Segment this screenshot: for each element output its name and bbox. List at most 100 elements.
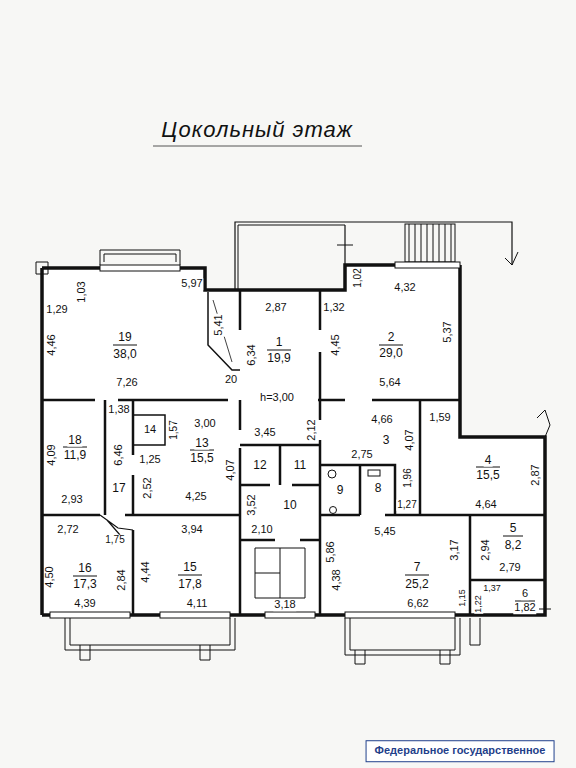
plan-label: 4,45 xyxy=(330,333,342,356)
window xyxy=(395,262,460,268)
fraction-line xyxy=(476,467,500,468)
stairs xyxy=(405,224,455,262)
plan-label: 1,59 xyxy=(428,412,451,424)
plan-label: 19,9 xyxy=(266,352,291,365)
plan-label: 19 xyxy=(117,331,132,344)
plan-label: 29,0 xyxy=(378,347,403,360)
plan-label: 4,64 xyxy=(474,499,497,511)
sanitary-fixture xyxy=(368,470,380,476)
fraction-line xyxy=(63,447,87,448)
plan-label: 17 xyxy=(111,482,126,495)
plan-label: 1,25 xyxy=(138,454,161,466)
plan-label: 17,3 xyxy=(72,578,97,591)
plan-label: 6,46 xyxy=(113,443,125,466)
plan-label: 2,84 xyxy=(116,568,128,591)
plan-label: 4,07 xyxy=(225,458,237,481)
closet-wall xyxy=(133,415,165,445)
stamp-text: Федеральное государственное xyxy=(366,740,555,762)
fraction-line xyxy=(190,450,214,451)
windows xyxy=(50,262,460,618)
fraction-line xyxy=(178,575,202,576)
plan-label: 1,75 xyxy=(104,535,125,546)
plan-label: 3,52 xyxy=(246,493,258,516)
plan-label: 4,11 xyxy=(186,598,209,610)
plan-label: 4,46 xyxy=(46,333,58,356)
fraction-lines xyxy=(63,345,535,601)
plan-label: 3,45 xyxy=(253,427,276,439)
title-rule xyxy=(153,146,362,147)
plan-label: 5,41 xyxy=(213,313,225,336)
plan-label: 3,94 xyxy=(180,524,203,536)
plan-label: 4,38 xyxy=(331,568,343,591)
plan-label: 2,10 xyxy=(250,524,273,536)
window xyxy=(100,265,180,271)
plan-label: 1,82 xyxy=(513,602,536,614)
break-mark xyxy=(537,410,550,437)
plan-label: 2,52 xyxy=(142,476,154,499)
door-mark xyxy=(337,245,353,246)
window xyxy=(345,612,455,618)
plan-label: 4,07 xyxy=(404,428,416,451)
plan-label: 4,09 xyxy=(46,443,58,466)
plan-label: 16 xyxy=(77,562,92,575)
plan-label: 5,45 xyxy=(373,526,396,538)
plan-label: 15,5 xyxy=(475,469,500,482)
plan-label: 1,29 xyxy=(45,304,68,316)
plan-label: 17,8 xyxy=(177,578,202,591)
plan-label: 3 xyxy=(382,434,391,447)
break-mark xyxy=(505,252,518,265)
fraction-line xyxy=(113,345,137,346)
plan-label: 2,75 xyxy=(350,449,373,461)
plan-title: Цокольный этаж xyxy=(161,117,353,143)
porch-inner xyxy=(238,225,345,290)
plan-label: 12 xyxy=(252,459,267,472)
plan-label: 4,39 xyxy=(73,598,96,610)
plan-label: 14 xyxy=(143,424,157,436)
plan-label: 7 xyxy=(413,561,422,574)
plan-label: 38,0 xyxy=(112,348,137,361)
plan-label: 9 xyxy=(336,484,345,497)
plan-label: 8 xyxy=(374,482,383,495)
interior-wall xyxy=(42,290,545,615)
plan-label: 1,22 xyxy=(474,594,483,614)
fraction-line xyxy=(379,345,403,346)
plan-label: 15 xyxy=(182,561,197,574)
plan-label: 11 xyxy=(293,459,307,472)
plan-label: 25,2 xyxy=(404,578,429,591)
plan-label: 5,86 xyxy=(325,540,337,563)
plan-label: 4,44 xyxy=(140,560,152,583)
plan-label: 4,50 xyxy=(44,565,56,588)
plan-label: 1 xyxy=(275,336,284,349)
plan-label: 1,38 xyxy=(107,404,130,416)
sanitary-fixture xyxy=(330,507,337,514)
plan-label: 5,37 xyxy=(442,320,454,343)
plan-label: 4,66 xyxy=(370,414,393,426)
pilaster xyxy=(470,618,480,645)
outer-wall xyxy=(42,265,545,615)
plan-label: 18 xyxy=(67,434,82,447)
plan-label: 2,72 xyxy=(56,524,79,536)
porch-outline xyxy=(235,222,512,290)
plan-label: 2,94 xyxy=(480,538,492,561)
plan-label: 2,87 xyxy=(264,302,287,314)
balcony xyxy=(345,618,460,664)
plan-label: 2 xyxy=(387,331,396,344)
plan-label: 20 xyxy=(224,374,238,386)
fraction-line xyxy=(73,576,97,577)
balcony xyxy=(100,250,180,265)
plan-label: 1,15 xyxy=(458,588,467,608)
utility-room xyxy=(255,548,305,598)
closet-wall xyxy=(208,292,240,370)
fraction-line xyxy=(267,350,291,351)
plan-label: 1,03 xyxy=(76,280,88,303)
plan-label: 3,17 xyxy=(449,538,461,561)
plan-label: 6,62 xyxy=(406,598,429,610)
fraction-line xyxy=(405,575,429,576)
corner-door xyxy=(100,515,133,535)
window xyxy=(160,612,230,618)
plan-label: 4,25 xyxy=(184,491,207,503)
fraction-line xyxy=(503,536,523,537)
plan-label: 15,5 xyxy=(189,452,214,465)
